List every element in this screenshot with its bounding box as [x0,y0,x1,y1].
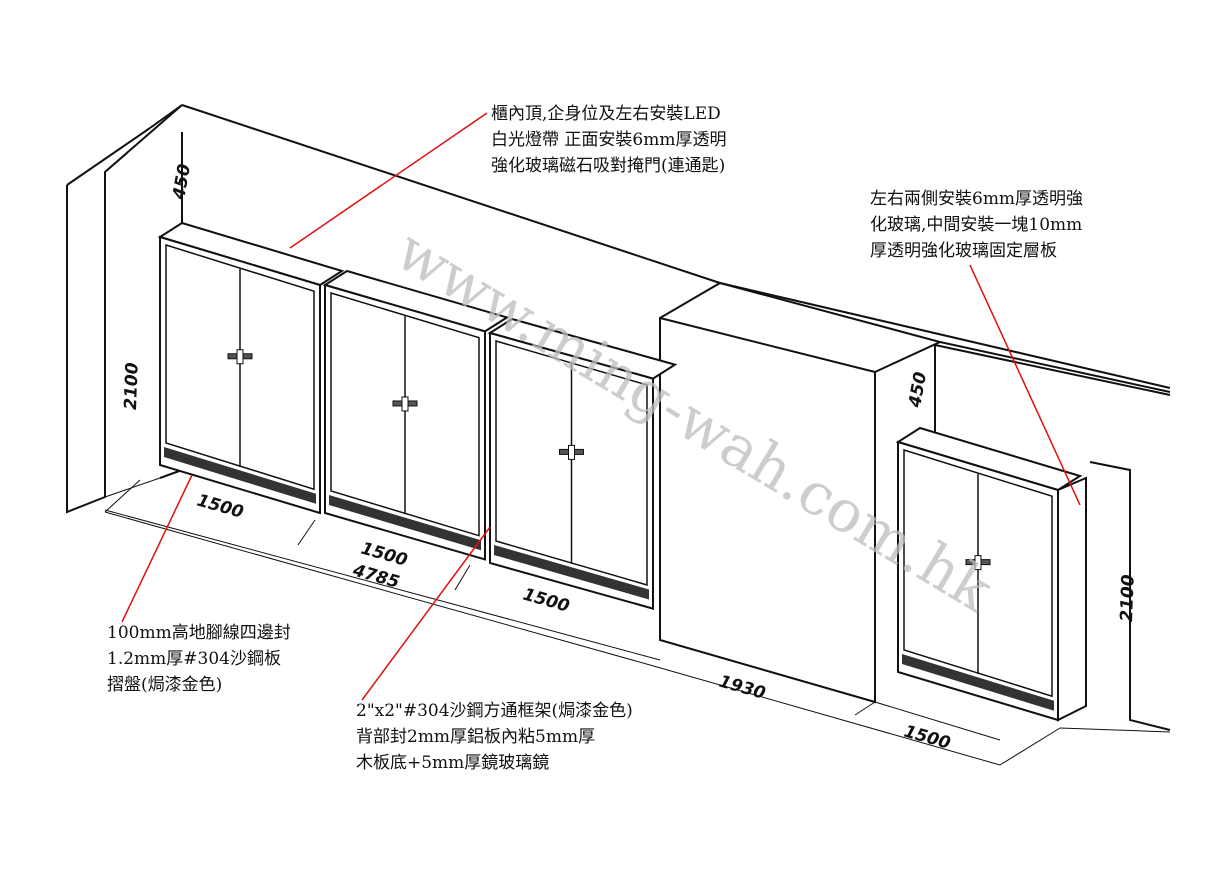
annotation-line: 2"x2"#304沙鋼方通框架(焗漆金色) [356,701,633,721]
left-wall-top-edge [66,127,151,186]
cabinet-door-frame [165,243,315,491]
leader-top-center [289,112,488,249]
dim-cab3-width: 1500 [521,585,572,617]
right-recess [1089,461,1171,731]
cabinet-side-panel [1057,476,1087,722]
lock-icon [401,396,409,412]
annotation-top-center: 櫃內頂,企身位及左右安裝LED 白光燈帶 正面安裝6mm厚透明 強化玻璃磁石吸對… [491,101,726,179]
dim-pillar-width: 1930 [717,672,768,704]
leader-bottom-left [121,474,193,623]
leader-bottom-center [361,526,491,701]
cabinet-door-frame [903,448,1053,698]
cabinet-door-frame [330,291,480,537]
dim-right-height: 2100 [1117,574,1139,622]
annotation-line: 左右兩側安裝6mm厚透明強 [870,189,1084,209]
annotation-line: 木板底+5mm厚鏡玻璃鏡 [356,753,550,773]
dim-left-height: 2100 [121,362,143,410]
walls [66,104,1171,766]
back-wall-top-line [181,104,721,284]
annotation-line: 摺盤(焗漆金色) [107,675,223,695]
annotation-top-right: 左右兩側安裝6mm厚透明強 化玻璃,中間安裝一塊10mm 厚透明強化玻璃固定層板 [870,186,1083,264]
annotation-bottom-left: 100mm高地腳線四邊封 1.2mm厚#304沙鋼板 摺盤(焗漆金色) [107,620,291,698]
annotation-line: 背部封2mm厚鋁板內粘5mm厚 [356,727,596,747]
dimension-labels: 450 2100 1500 1500 4785 1500 1930 1500 4… [121,162,1139,754]
annotation-line: 強化玻璃磁石吸對掩門(連通匙) [491,156,726,176]
plinth-band [494,545,649,600]
annotation-bottom-center: 2"x2"#304沙鋼方通框架(焗漆金色) 背部封2mm厚鋁板內粘5mm厚 木板… [356,698,633,776]
dim-right-depth: 450 [905,370,931,410]
lock-icon [236,349,244,365]
plinth-band [329,495,481,551]
right-wall-top-line [939,341,1171,393]
annotation-line: 櫃內頂,企身位及左右安裝LED [491,104,721,124]
lock-icon [568,444,575,460]
annotation-line: 化玻璃,中間安裝一塊10mm [870,215,1083,235]
plinth-band [902,654,1054,711]
leader-top-right [969,264,1081,506]
dim-left-depth: 450 [169,162,195,202]
annotation-line: 100mm高地腳線四邊封 [107,623,291,643]
dim-cab1-width: 1500 [195,491,246,523]
annotation-line: 1.2mm厚#304沙鋼板 [107,649,281,669]
plinth-band [164,447,316,504]
cabinets [157,221,1087,722]
leader-lines [121,112,1081,701]
cabinet-door-frame [495,340,648,586]
annotation-line: 厚透明強化玻璃固定層板 [870,241,1057,261]
lock-icon [974,555,982,571]
annotation-line: 白光燈帶 正面安裝6mm厚透明 [491,130,727,150]
dim-right-cab-width: 1500 [902,722,953,754]
